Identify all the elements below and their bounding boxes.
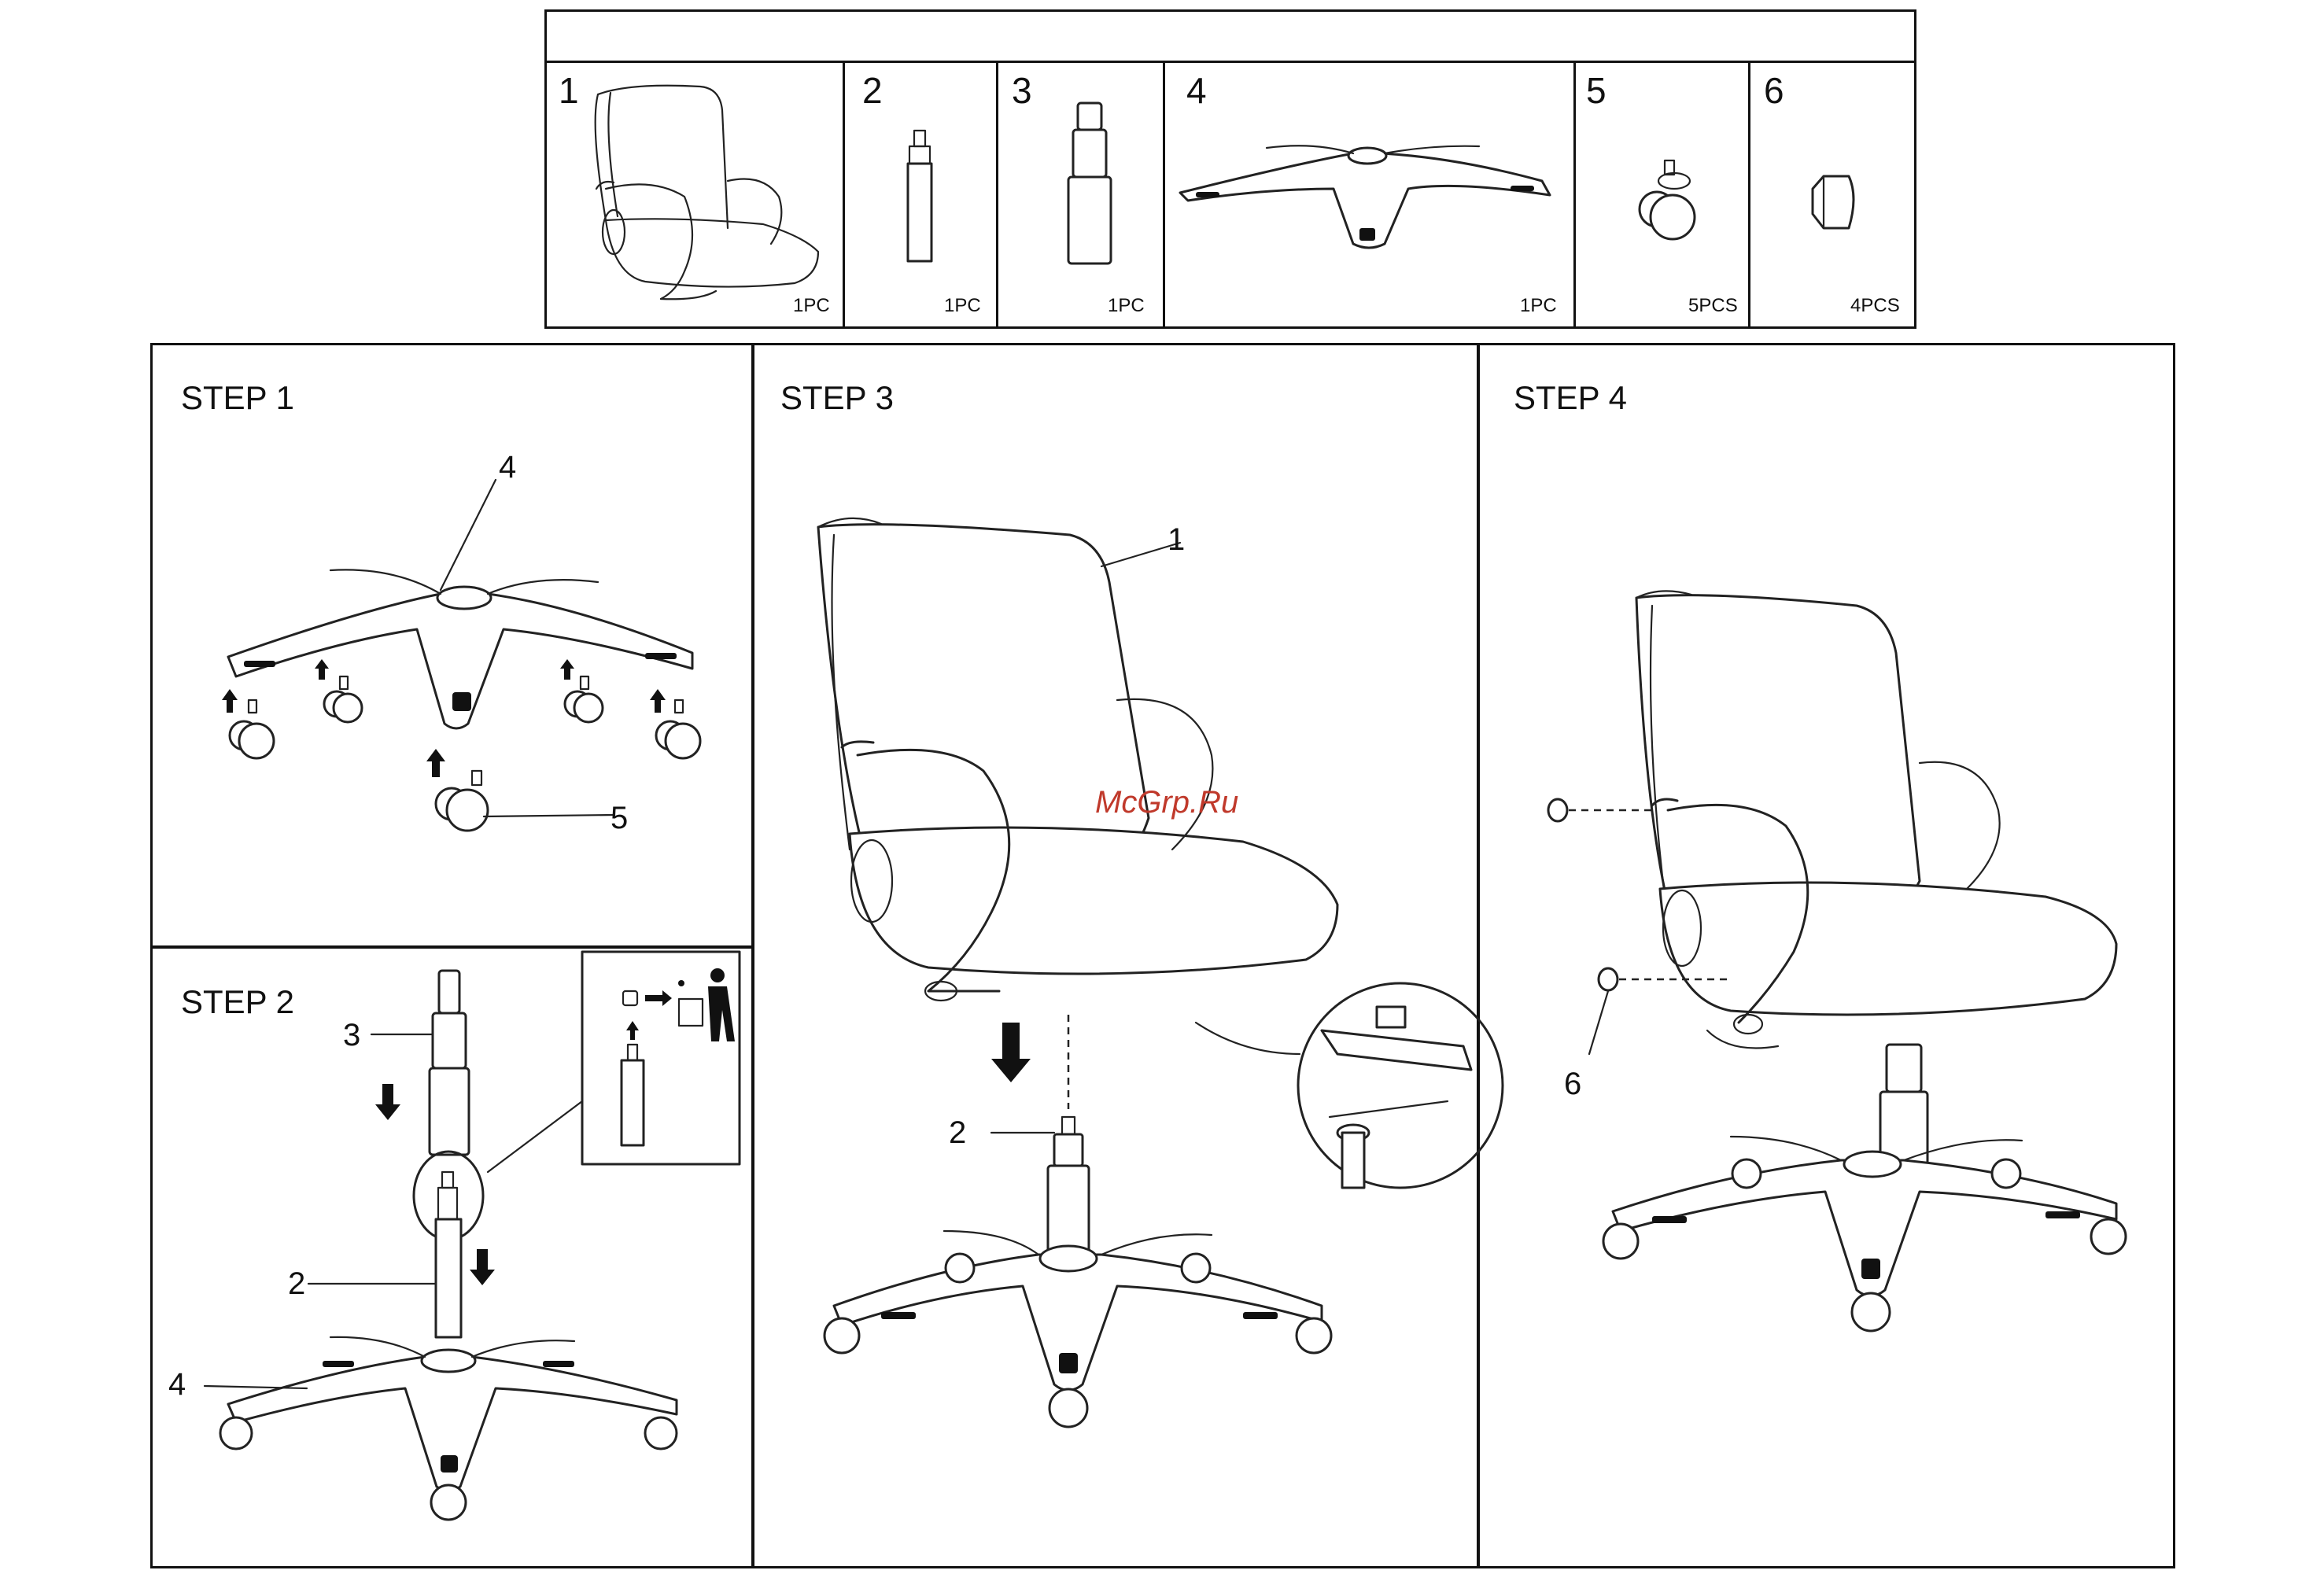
parts-divider [1748,61,1750,329]
step-4-title: STEP 4 [1514,379,1627,417]
parts-divider [1163,61,1165,329]
parts-divider [843,61,845,329]
panel-divider [150,945,753,949]
part-5-number: 5 [1586,69,1607,112]
panel-divider [1477,343,1480,1568]
part-5-qty: 5PCS [1688,295,1738,317]
chair-icon [582,79,834,307]
step-2-callout-3: 3 [343,1018,360,1053]
step-2-callout-4: 4 [168,1367,186,1402]
parts-divider [996,61,998,329]
caster-icon [1625,157,1712,244]
step-2-callout-2: 2 [288,1266,305,1302]
parts-table-header-divider [544,61,1916,63]
part-2-number: 2 [862,69,883,112]
part-3-qty: 1PC [1108,295,1145,317]
step-2-gas-lift-illustration [205,952,747,1557]
parts-divider [1573,61,1576,329]
step-1-callout-4: 4 [499,450,516,485]
step-4-end-caps-illustration [1542,582,2140,1337]
step-4-callout-6: 6 [1564,1067,1581,1102]
part-2-qty: 1PC [944,295,981,317]
gas-lift-cylinder-icon [1054,98,1125,271]
part-6-qty: 4PCS [1850,295,1900,317]
step-3-seat-assembly-illustration [802,503,1471,1432]
end-cap-icon [1802,165,1865,244]
part-4-number: 4 [1186,69,1207,112]
part-4-qty: 1PC [1520,295,1557,317]
step-1-base-casters-illustration [205,440,716,850]
panel-divider [751,343,754,1568]
step-3-callout-1: 1 [1168,522,1185,558]
part-6-number: 6 [1764,69,1784,112]
part-3-number: 3 [1012,69,1032,112]
step-1-title: STEP 1 [181,379,294,417]
step-3-title: STEP 3 [780,379,894,417]
step-1-callout-5: 5 [611,801,628,836]
watermark: McGrp.Ru [1095,785,1238,820]
step-3-callout-2: 2 [949,1115,966,1151]
star-base-icon [1172,118,1566,260]
gas-lift-pin-icon [889,126,952,267]
part-1-number: 1 [559,69,579,112]
